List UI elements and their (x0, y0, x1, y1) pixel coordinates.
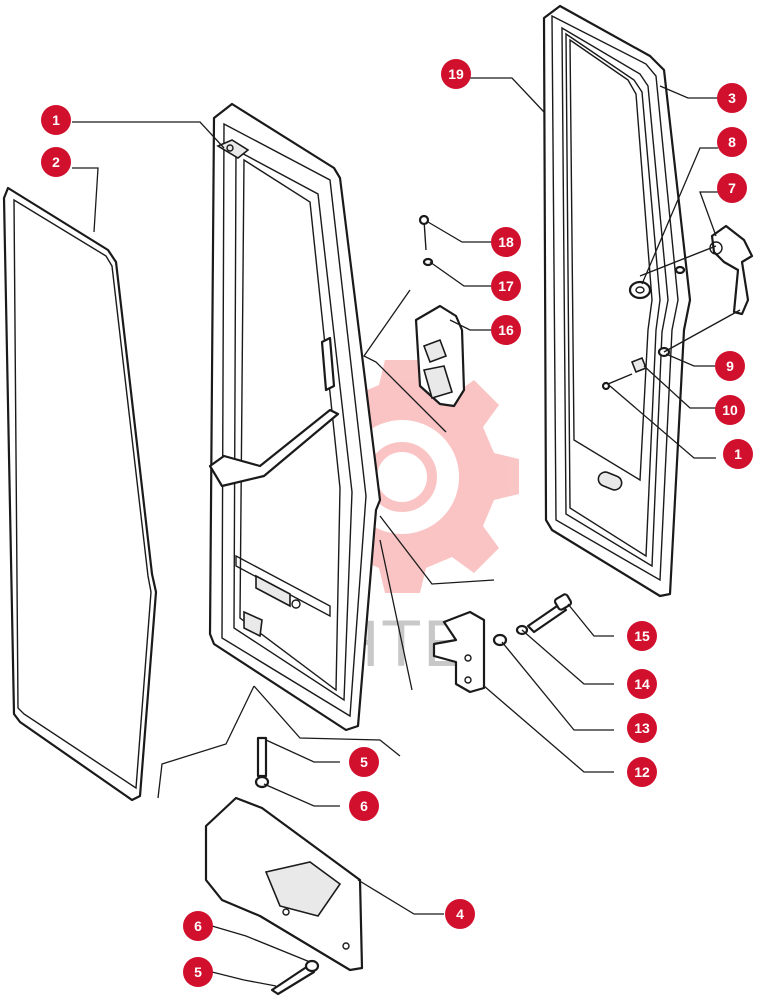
callout-1: 1 (41, 105, 71, 135)
callout-circle (715, 351, 745, 381)
callout-circle (445, 899, 475, 929)
callout-circle (41, 105, 71, 135)
callout-label: 15 (634, 628, 650, 644)
callout-circle (717, 83, 747, 113)
callout-label: 1 (734, 446, 742, 462)
callout-5: 5 (183, 957, 213, 987)
callout-label: 10 (722, 402, 738, 418)
callout-circle (627, 669, 657, 699)
leader-lines (72, 77, 718, 987)
callout-label: 17 (498, 278, 514, 294)
callout-6: 6 (349, 791, 379, 821)
callout-circle (627, 757, 657, 787)
callout-10: 10 (715, 395, 745, 425)
callout-18: 18 (491, 227, 521, 257)
callout-circle (349, 747, 379, 777)
callout-9: 9 (715, 351, 745, 381)
callout-2: 2 (41, 147, 71, 177)
callout-12: 12 (627, 757, 657, 787)
glass-panel (2, 186, 158, 802)
callout-label: 9 (726, 358, 734, 374)
outer-handle (639, 224, 754, 316)
callout-17: 17 (491, 271, 521, 301)
callout-label: 5 (194, 964, 202, 980)
callout-16: 16 (491, 315, 521, 345)
explode-lines (157, 289, 495, 799)
callout-label: 7 (728, 180, 736, 196)
callout-circle (627, 713, 657, 743)
callout-circle (717, 173, 747, 203)
callout-label: 18 (498, 234, 514, 250)
callout-label: 6 (360, 798, 368, 814)
callout-label: 16 (498, 322, 514, 338)
callout-3: 3 (717, 83, 747, 113)
outer-door-panel (542, 4, 692, 598)
callout-1: 1 (723, 439, 753, 469)
callout-circle (491, 227, 521, 257)
callout-label: 3 (728, 90, 736, 106)
callout-circle (627, 621, 657, 651)
callout-label: 13 (634, 720, 650, 736)
callout-label: 5 (360, 754, 368, 770)
latch-striker (414, 214, 466, 408)
callout-circle (441, 59, 471, 89)
hinge-cover (204, 736, 364, 996)
watermark-gear-center (367, 442, 437, 512)
callout-6: 6 (183, 911, 213, 941)
callout-5: 5 (349, 747, 379, 777)
callout-19: 19 (441, 59, 471, 89)
callout-circle (723, 439, 753, 469)
door-frame (208, 102, 382, 732)
callout-circle (717, 127, 747, 157)
callout-circle (715, 395, 745, 425)
callout-circle (41, 147, 71, 177)
callout-circle (183, 911, 213, 941)
handle-washer (628, 265, 686, 300)
callout-label: 4 (456, 906, 464, 922)
callout-label: 2 (52, 154, 60, 170)
callout-14: 14 (627, 669, 657, 699)
callout-circle (183, 957, 213, 987)
callout-label: 8 (728, 134, 736, 150)
callout-label: 6 (194, 918, 202, 934)
callout-circle (491, 315, 521, 345)
callout-label: 1 (52, 112, 60, 128)
callout-circle (349, 791, 379, 821)
callout-label: 19 (448, 66, 464, 82)
callout-15: 15 (627, 621, 657, 651)
callout-label: 14 (634, 676, 650, 692)
callout-4: 4 (445, 899, 475, 929)
callout-circle (491, 271, 521, 301)
lock-bracket (432, 593, 573, 694)
callout-label: 12 (634, 764, 650, 780)
callout-13: 13 (627, 713, 657, 743)
callout-7: 7 (717, 173, 747, 203)
callout-8: 8 (717, 127, 747, 157)
